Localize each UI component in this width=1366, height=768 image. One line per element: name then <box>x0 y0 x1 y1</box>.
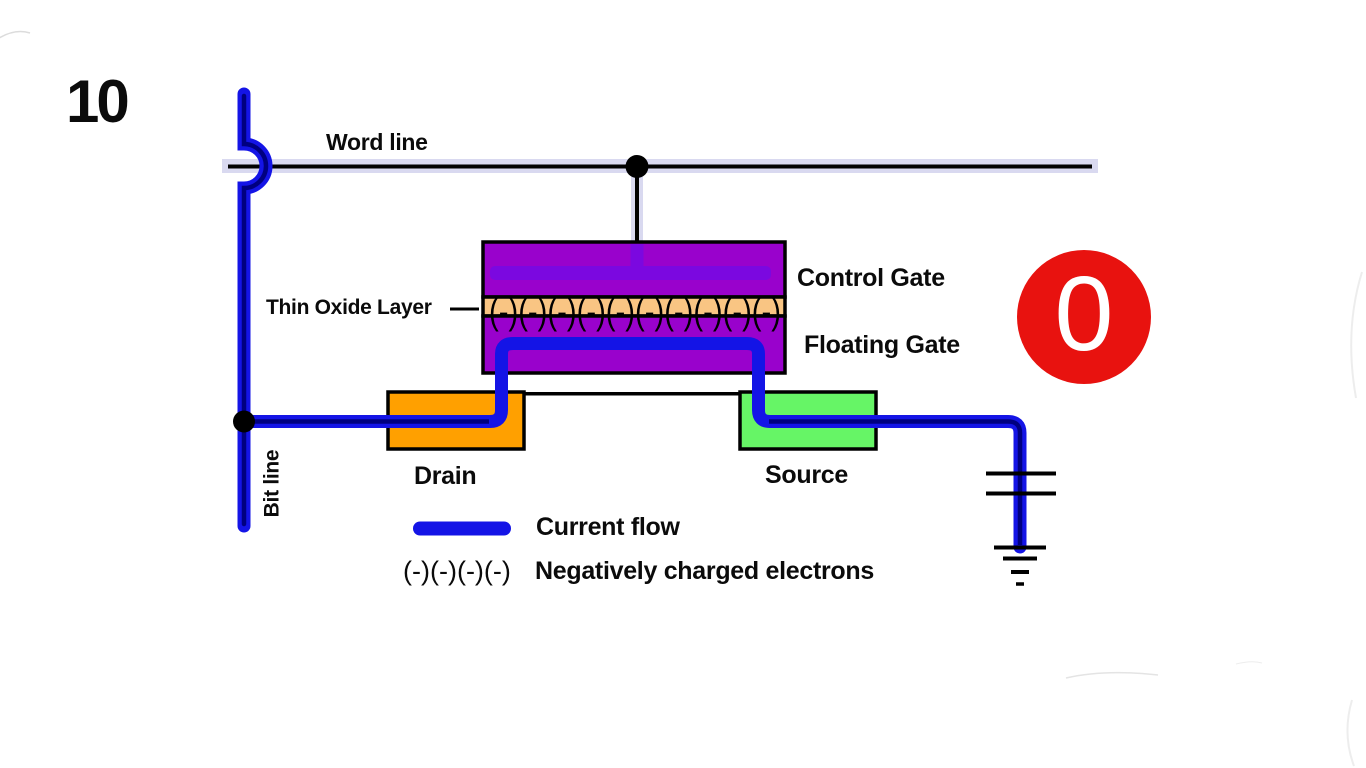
faint-swoosh-right <box>1350 271 1363 399</box>
bit-line-label: Bit line <box>260 449 284 518</box>
legend-electron-label: Negatively charged electrons <box>535 557 874 585</box>
current-flow-core-right <box>769 419 1023 545</box>
legend-electron-symbol: (-)(-)(-)(-) <box>403 556 511 586</box>
cell-state-badge: 0 <box>1017 250 1151 384</box>
slide-number: 10 <box>66 68 130 135</box>
faint-swoosh-bottom-2 <box>1235 661 1263 665</box>
control-gate-stripe-horizontal <box>490 266 771 280</box>
floating-gate-label: Floating Gate <box>804 331 960 359</box>
bit-line-core <box>241 93 269 527</box>
legend-current-flow-label: Current flow <box>536 513 680 541</box>
cell-state-value: 0 <box>1054 255 1114 373</box>
word-line-label: Word line <box>326 129 428 155</box>
source-label: Source <box>765 461 848 489</box>
control-gate-label: Control Gate <box>797 264 945 292</box>
faint-swoosh-top-left <box>0 30 31 39</box>
drain-label: Drain <box>414 462 477 490</box>
bit-line-junction-dot <box>233 410 255 433</box>
thin-oxide-label: Thin Oxide Layer <box>266 296 432 319</box>
oxide-electrons: (-)(-)(-)(-)(-)(-)(-)(-)(-)(-) <box>489 291 781 332</box>
word-line-junction-dot <box>625 155 649 178</box>
faint-swoosh-bottom <box>1065 671 1159 679</box>
faint-swoosh-corner <box>1346 699 1355 767</box>
